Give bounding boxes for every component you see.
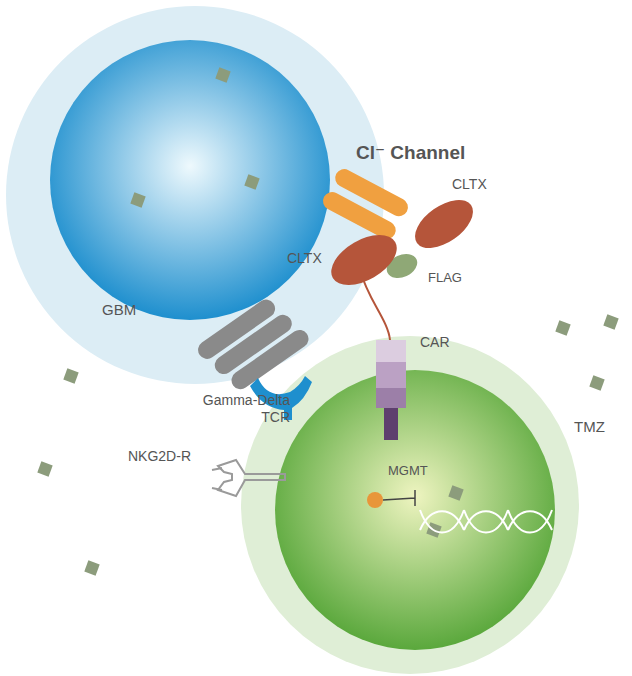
t-cell: MGMT [240, 335, 580, 675]
cell-label: MGMT [388, 463, 428, 479]
ligand-label: CLTX [452, 176, 487, 193]
receptor-label: Gamma-Delta TCR [178, 392, 290, 426]
cell-outline [240, 335, 580, 675]
receptor-label: NKG2D-R [128, 448, 191, 465]
tag-label: FLAG [428, 270, 462, 286]
cell-label: GBM [102, 301, 136, 319]
receptor-label: CAR [420, 334, 450, 351]
ligand-label: CLTX [287, 250, 322, 267]
drug-label: TMZ [574, 418, 605, 436]
channel-label: Cl⁻ Channel [356, 142, 465, 165]
